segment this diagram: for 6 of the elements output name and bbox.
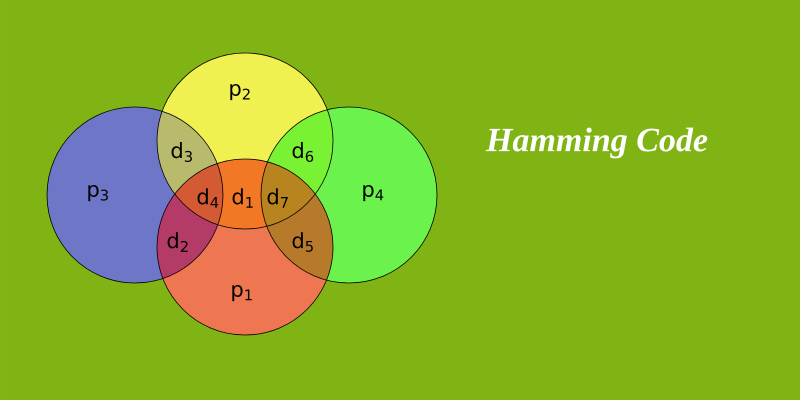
region-label: d$_{2}$ xyxy=(168,232,188,252)
title: Hamming Code xyxy=(486,128,708,158)
region-label: d$_{4}$ xyxy=(198,188,218,208)
region-label: d$_{5}$ xyxy=(292,232,313,252)
region-label: d$_{1}$ xyxy=(232,188,253,208)
region-label: d$_{7}$ xyxy=(268,188,288,208)
